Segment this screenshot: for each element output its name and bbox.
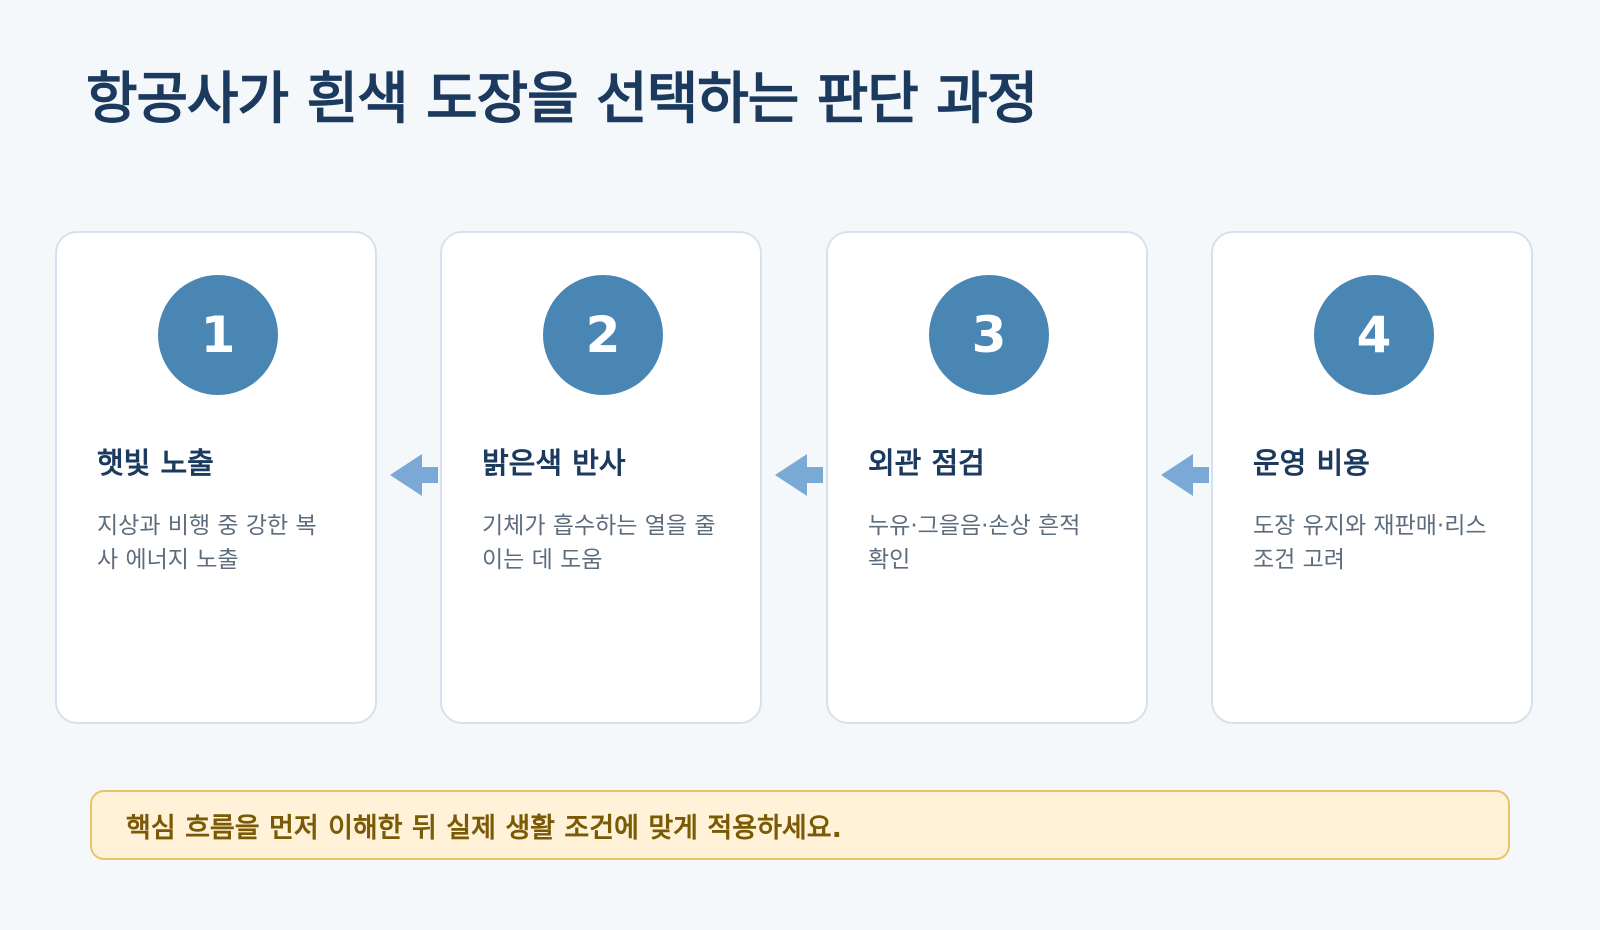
arrow-left-icon (1161, 452, 1211, 498)
step-card-4: 4 운영 비용 도장 유지와 재판매·리스 조건 고려 (1211, 231, 1533, 724)
step-card-3: 3 외관 점검 누유·그을음·손상 흔적 확인 (826, 231, 1148, 724)
step-title: 운영 비용 (1253, 446, 1370, 480)
step-description: 도장 유지와 재판매·리스 조건 고려 (1253, 513, 1487, 573)
step-description: 누유·그을음·손상 흔적 확인 (868, 513, 1081, 573)
key-point-callout: 핵심 흐름을 먼저 이해한 뒤 실제 생활 조건에 맞게 적용하세요. (90, 790, 1510, 860)
step-title: 밝은색 반사 (482, 446, 626, 480)
step-number-badge: 1 (158, 275, 278, 395)
step-description: 기체가 흡수하는 열을 줄이는 데 도움 (482, 513, 716, 573)
step-card-2: 2 밝은색 반사 기체가 흡수하는 열을 줄이는 데 도움 (440, 231, 762, 724)
arrow-left-icon (390, 452, 440, 498)
step-title: 외관 점검 (868, 446, 985, 480)
step-card-1: 1 햇빛 노출 지상과 비행 중 강한 복사 에너지 노출 (55, 231, 377, 724)
step-number-badge: 2 (543, 275, 663, 395)
step-description: 지상과 비행 중 강한 복사 에너지 노출 (97, 513, 317, 573)
step-number-badge: 3 (929, 275, 1049, 395)
page-title: 항공사가 흰색 도장을 선택하는 판단 과정 (86, 67, 1038, 132)
callout-text: 핵심 흐름을 먼저 이해한 뒤 실제 생활 조건에 맞게 적용하세요. (126, 812, 842, 844)
arrow-left-icon (775, 452, 825, 498)
step-title: 햇빛 노출 (97, 446, 214, 480)
step-number-badge: 4 (1314, 275, 1434, 395)
